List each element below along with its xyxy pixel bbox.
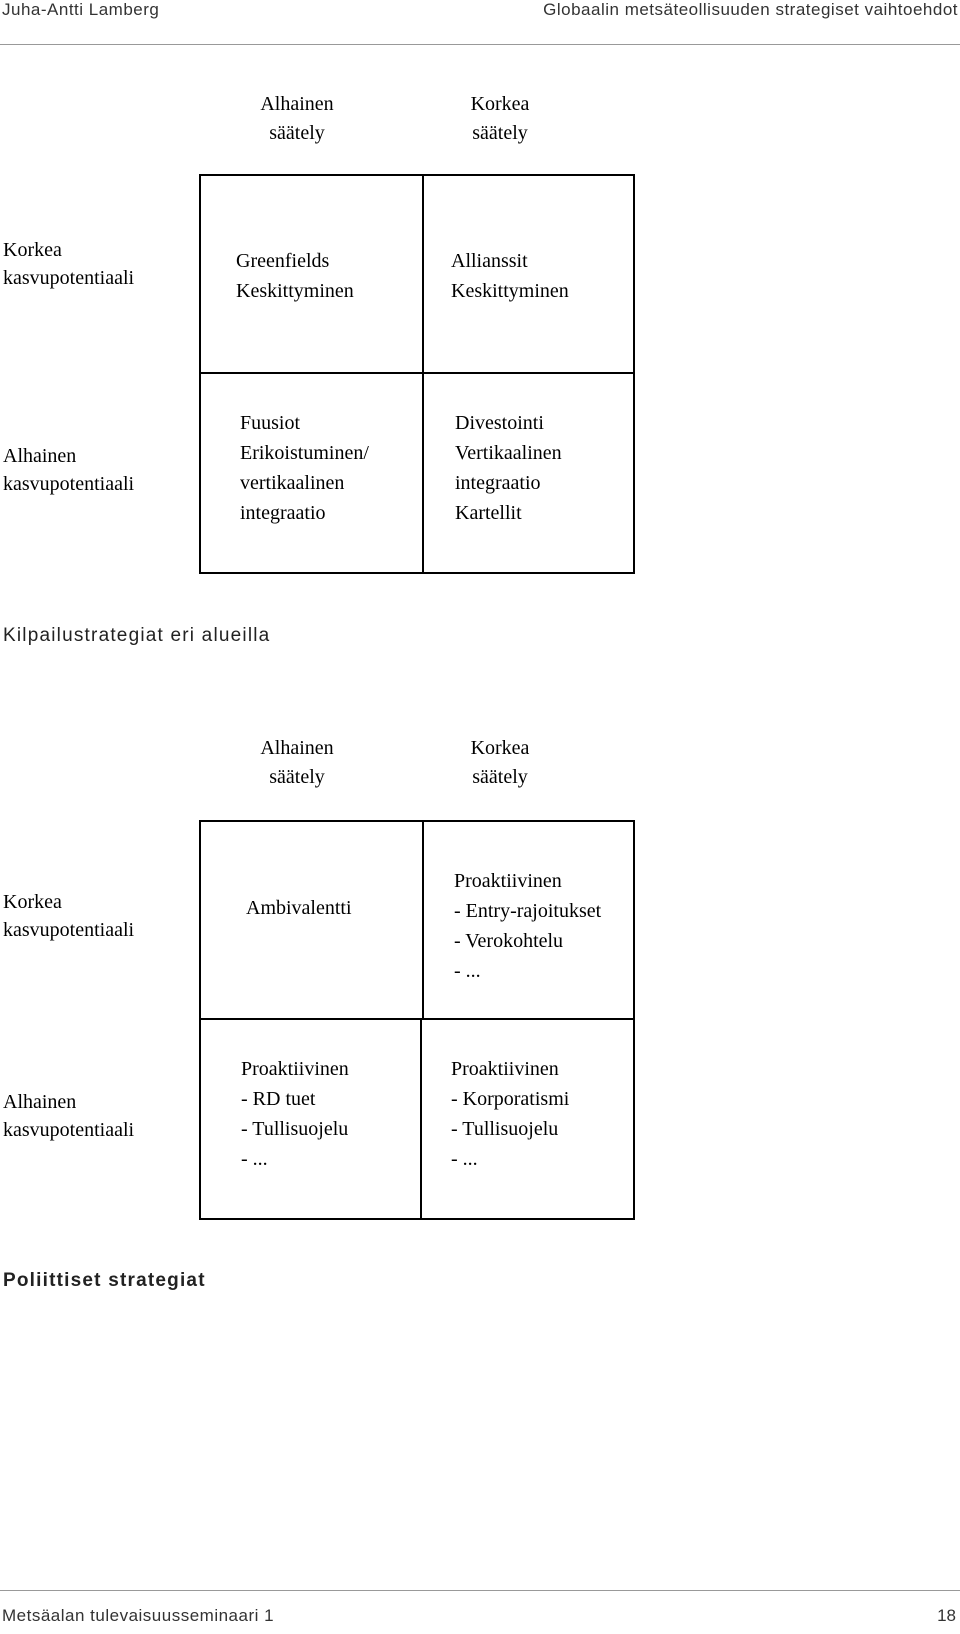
footer-divider [0, 1590, 960, 1591]
matrix-grid [199, 820, 635, 1220]
matrix-vertical-divider-lower [420, 1020, 422, 1220]
matrix-horizontal-divider [199, 1018, 635, 1020]
matrix-vertical-divider [422, 820, 424, 1020]
footer-event: Metsäalan tulevaisuusseminaari 1 [2, 1606, 275, 1625]
matrix-cell-high-growth-low-regulation: Ambivalentti [246, 897, 352, 919]
matrix-cell-high-growth-high-regulation: Proaktiivinen- Entry-rajoitukset - Verok… [454, 870, 602, 982]
matrix-caption: Poliittiset strategiat [3, 1270, 206, 1291]
header-divider [0, 44, 960, 45]
matrix-horizontal-divider [199, 372, 635, 374]
matrix-cell-low-growth-low-regulation: Proaktiivinen- RD tuet - Tullisuojelu- .… [241, 1058, 349, 1170]
matrix-vertical-divider [422, 174, 424, 574]
header-author: Juha-Antti Lamberg [2, 0, 160, 19]
matrix-caption: Kilpailustrategiat eri alueilla [3, 625, 271, 646]
page-number: 18 [937, 1606, 956, 1625]
matrix-cell-low-growth-high-regulation: Proaktiivinen- Korporatismi - Tullisuoje… [451, 1058, 570, 1170]
header-title: Globaalin metsäteollisuuden strategiset … [543, 0, 958, 19]
matrix-grid [199, 174, 635, 574]
